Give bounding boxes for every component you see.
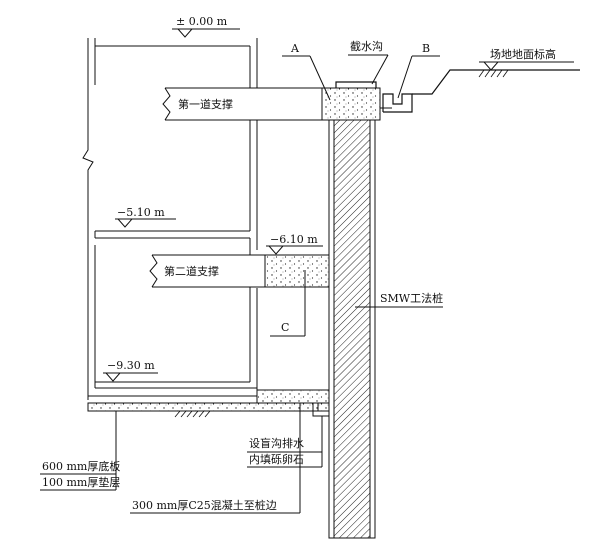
elevation-level2-label: −5.10 m — [117, 206, 165, 219]
smw-callout: SMW工法桩 — [355, 291, 443, 308]
cutoff-ditch-callout: 截水沟 — [348, 39, 389, 85]
concrete-edge-label: 300 mm厚C25混凝土至桩边 — [132, 498, 277, 512]
marker-b: B — [397, 42, 440, 99]
base-slab — [87, 389, 330, 412]
drain-label-2: 内填砾卵石 — [249, 452, 304, 466]
site-ground-label: 场地地面标高 — [490, 47, 556, 61]
marker-a: A — [282, 42, 331, 101]
structure-outline — [82, 38, 258, 400]
concrete-edge-callout: 300 mm厚C25混凝土至桩边 — [130, 403, 301, 514]
cushion-label: 100 mm厚垫层 — [42, 475, 120, 489]
soil-hatch-bottom — [174, 410, 211, 418]
blind-drain — [312, 403, 329, 417]
marker-a-label: A — [290, 42, 300, 55]
elevation-top-label: ± 0.00 m — [176, 15, 228, 28]
marker-b-label: B — [422, 42, 430, 55]
elevation-level3: −6.10 m — [266, 233, 323, 255]
drain-label-1: 设盲沟排水 — [249, 436, 304, 450]
second-strut-label: 第二道支撑 — [164, 264, 219, 278]
cap-and-ditch — [335, 69, 580, 113]
strut-c-block — [264, 254, 330, 288]
drain-callout: 设盲沟排水 内填砾卵石 — [247, 416, 323, 468]
marker-c: C — [270, 270, 306, 337]
base-slab-label: 600 mm厚底板 — [42, 459, 120, 473]
elevation-bottom: −9.30 m — [103, 359, 158, 382]
first-strut-label: 第一道支撑 — [178, 97, 233, 111]
cutoff-ditch-label: 截水沟 — [350, 39, 383, 53]
site-ground-callout: 场地地面标高 — [479, 47, 574, 71]
ground-hatch — [478, 69, 509, 78]
second-strut — [149, 254, 330, 288]
marker-c-label: C — [281, 321, 289, 334]
elevation-level3-label: −6.10 m — [270, 233, 318, 246]
elevation-level2: −5.10 m — [115, 206, 176, 228]
elevation-top: ± 0.00 m — [172, 15, 240, 38]
strut-a-block — [321, 87, 381, 121]
slab-callout: 600 mm厚底板 100 mm厚垫层 — [40, 411, 120, 491]
smw-pile — [328, 119, 376, 539]
smw-pile-label: SMW工法桩 — [380, 291, 443, 305]
elevation-bottom-label: −9.30 m — [107, 359, 155, 372]
